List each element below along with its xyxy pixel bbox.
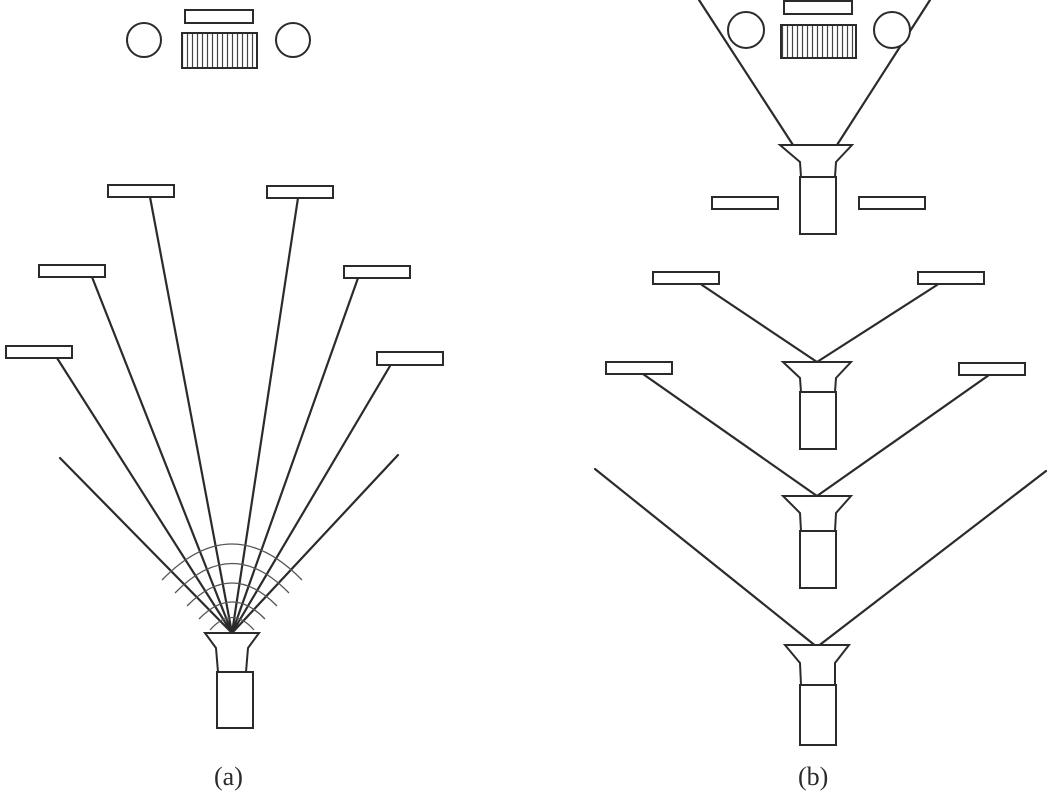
reflector xyxy=(858,196,926,210)
reflector xyxy=(38,264,106,278)
arcs-a xyxy=(161,543,303,631)
panel-label-b: (b) xyxy=(798,762,829,791)
reflector xyxy=(652,271,720,285)
rays-b-top xyxy=(697,0,932,147)
reflector xyxy=(343,265,411,279)
equipment-group-b xyxy=(727,0,911,59)
source-body xyxy=(799,176,837,235)
source-body xyxy=(799,391,837,450)
reflector xyxy=(5,345,73,359)
wheel-right-icon xyxy=(873,11,911,49)
panel-b xyxy=(593,0,1048,746)
reflectors-a xyxy=(5,184,444,366)
reflector xyxy=(376,351,444,366)
equipment-top-bar xyxy=(783,0,853,15)
source-body xyxy=(216,671,254,729)
rays-b-2 xyxy=(700,283,939,364)
source-b-3 xyxy=(780,495,854,589)
equipment-grille xyxy=(780,24,857,59)
source-body xyxy=(799,684,837,746)
source-a xyxy=(203,632,261,729)
panel-a xyxy=(5,9,444,729)
equipment-group-a xyxy=(126,9,311,69)
rays-b-3 xyxy=(641,372,991,498)
wheel-left-icon xyxy=(126,22,162,58)
reflector xyxy=(917,271,985,285)
reflector xyxy=(605,361,673,375)
source-b-4 xyxy=(782,644,852,746)
source-b-2 xyxy=(780,361,854,450)
equipment-grille xyxy=(181,32,258,69)
reflector xyxy=(711,196,779,210)
reflector xyxy=(266,185,334,199)
rays-a xyxy=(55,195,400,635)
panel-label-a: (a) xyxy=(214,762,243,791)
reflector xyxy=(107,184,175,198)
source-body xyxy=(799,530,837,589)
wheel-left-icon xyxy=(727,11,765,49)
source-b-1 xyxy=(777,144,855,235)
rays-b-4 xyxy=(593,467,1048,649)
equipment-top-bar xyxy=(184,9,254,24)
wheel-right-icon xyxy=(275,22,311,58)
reflector xyxy=(958,362,1026,376)
